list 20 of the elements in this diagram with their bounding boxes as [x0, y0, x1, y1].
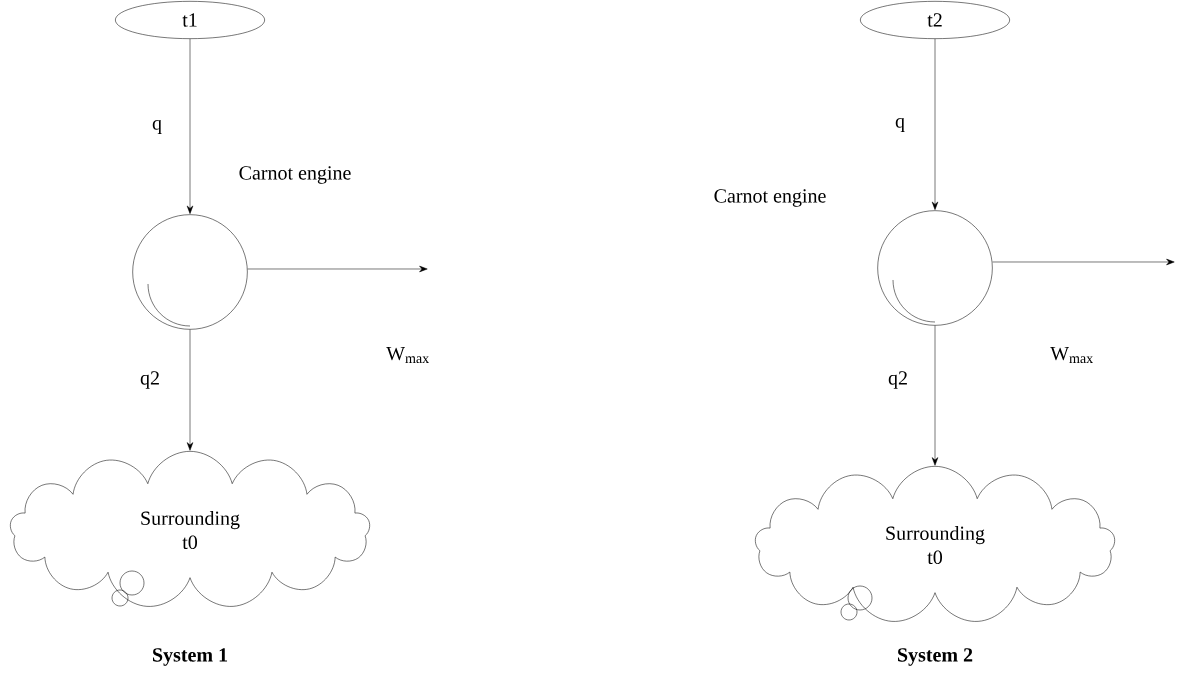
edge-label: q [895, 118, 905, 132]
edge-label: q [152, 120, 162, 134]
ellipse-node: t2 [860, 1, 1010, 39]
arrow [186, 38, 194, 214]
system-caption: System 1 [153, 648, 228, 666]
circle-symbol [877, 210, 993, 326]
system-caption: System 2 [898, 648, 973, 666]
arrow [247, 265, 428, 273]
edge-label: q2 [888, 371, 907, 389]
arrow [931, 325, 939, 466]
node-caption: Carnot engine [239, 166, 351, 184]
edge-label: W$_{max}$ [1050, 346, 1093, 364]
node-caption: Carnot engine [714, 189, 826, 207]
edge-label: W$_{max}$ [386, 346, 429, 364]
circle-symbol [132, 214, 248, 330]
ellipse-node: t1 [115, 1, 265, 39]
arrow [992, 258, 1175, 266]
edge-label: q2 [140, 371, 159, 389]
arrow [931, 38, 939, 210]
arrow [186, 329, 194, 451]
